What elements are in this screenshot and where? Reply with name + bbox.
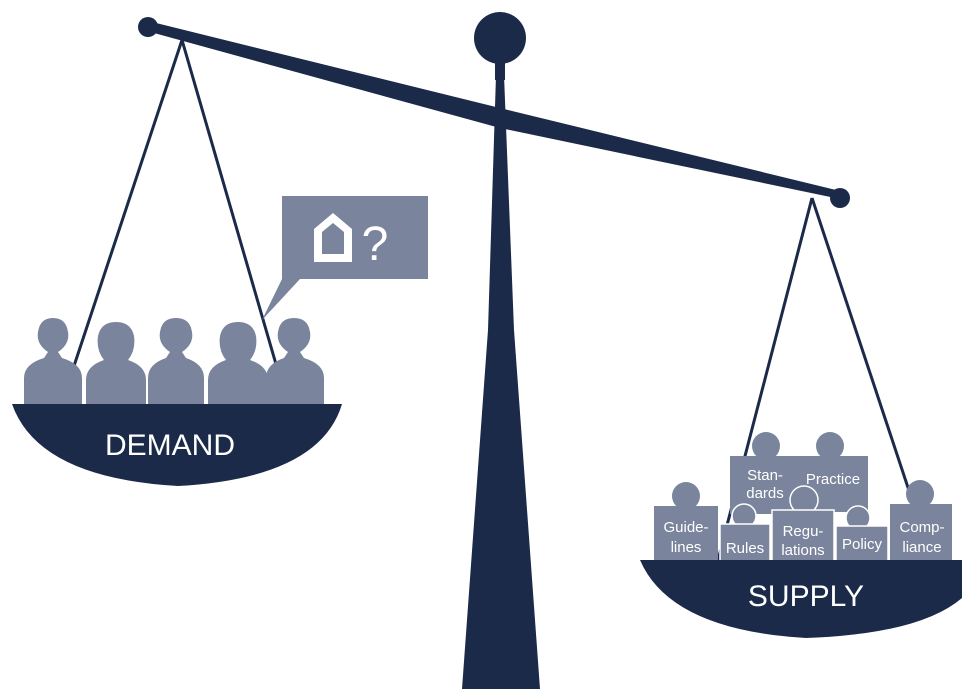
right-pan-label: SUPPLY — [748, 580, 864, 613]
scale-beam — [148, 21, 840, 199]
svg-text:Rules: Rules — [726, 540, 764, 557]
svg-text:Practice: Practice — [806, 471, 860, 488]
beam-end-right — [830, 188, 850, 208]
svg-text:lines: lines — [671, 539, 702, 556]
svg-text:Policy: Policy — [842, 536, 883, 553]
svg-text:lations: lations — [781, 542, 824, 559]
svg-text:Comp-: Comp- — [899, 519, 944, 536]
house-icon — [314, 213, 352, 262]
person-icon — [148, 318, 204, 410]
puzzle-piece-regulations: Regu- lations — [771, 485, 835, 565]
person-icon — [208, 322, 268, 410]
person-icon — [86, 322, 146, 410]
right-pan — [640, 560, 962, 638]
svg-text:liance: liance — [902, 539, 941, 556]
left-string-outer — [68, 39, 184, 379]
left-pan — [12, 404, 342, 486]
person-icon — [266, 318, 324, 410]
left-string-inner — [180, 39, 282, 379]
puzzle-piece-policy: Policy — [835, 505, 889, 565]
question-mark: ? — [362, 218, 389, 271]
puzzle-piece-guidelines: Guide- lines — [654, 482, 718, 564]
left-pan-label: DEMAND — [105, 429, 235, 462]
people-group — [24, 318, 324, 410]
puzzle-piece-compliance: Comp- liance — [890, 480, 952, 564]
puzzle-piece-practice: Practice — [796, 432, 868, 512]
beam-end-left — [138, 17, 158, 37]
puzzle-pieces: Stan- dards Practice Guide- lines Rules … — [654, 432, 952, 565]
person-icon — [24, 318, 82, 410]
scale-post-neck — [495, 60, 505, 80]
speech-bubble: ? — [262, 196, 428, 320]
svg-text:Guide-: Guide- — [663, 519, 708, 536]
puzzle-piece-rules: Rules — [719, 503, 771, 565]
scale-post — [462, 75, 540, 689]
svg-text:Regu-: Regu- — [783, 523, 824, 540]
scale-knob — [474, 12, 526, 64]
svg-text:Stan-: Stan- — [747, 467, 783, 484]
svg-text:dards: dards — [746, 485, 784, 502]
